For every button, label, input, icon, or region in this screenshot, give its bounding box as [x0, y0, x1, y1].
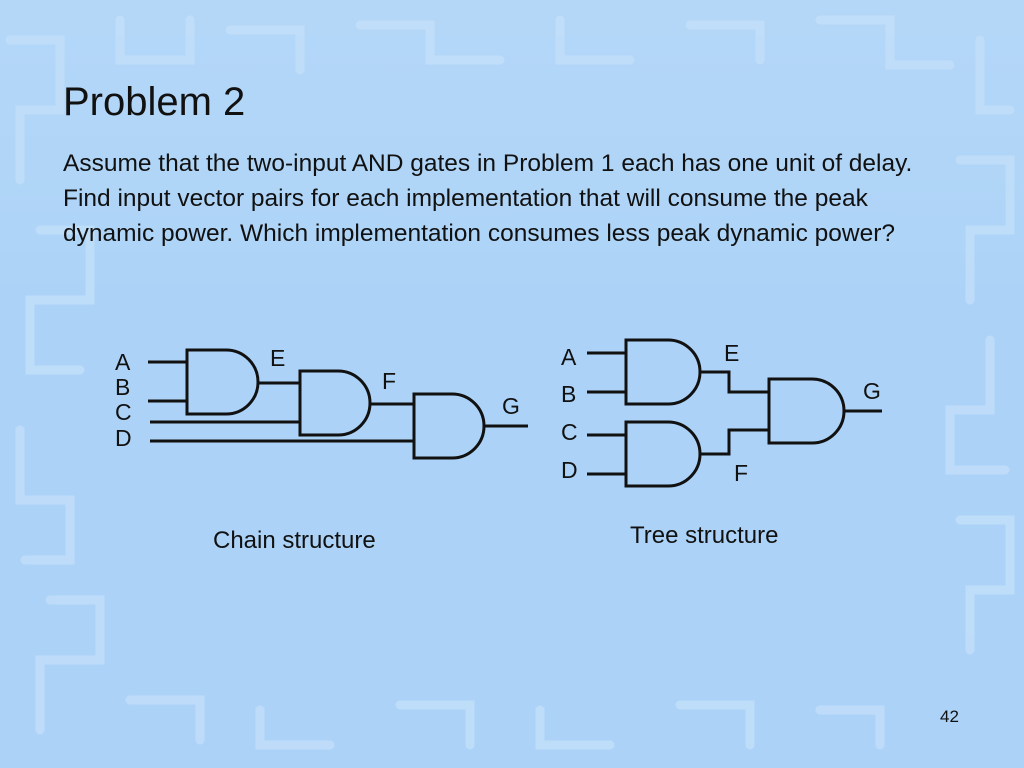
tree-label-g: G — [863, 378, 881, 404]
chain-and-gate-3 — [412, 392, 486, 460]
chain-label-b: B — [115, 374, 130, 400]
slide-title: Problem 2 — [63, 80, 246, 124]
tree-and-gate-2 — [624, 420, 702, 488]
chain-label-a: A — [115, 349, 131, 375]
chain-label-d: D — [115, 425, 132, 451]
tree-circuit — [587, 338, 882, 488]
chain-and-gate-2 — [298, 369, 372, 437]
chain-label-e: E — [270, 345, 285, 371]
slide-page-number: 42 — [940, 707, 959, 726]
chain-circuit — [148, 348, 528, 460]
chain-and-gate-1 — [185, 348, 260, 416]
tree-and-gate-3 — [767, 377, 846, 445]
tree-label-c: C — [561, 419, 578, 445]
tree-wire-e — [700, 370, 769, 394]
problem-statement: Assume that the two-input AND gates in P… — [63, 150, 913, 247]
tree-label-a: A — [561, 344, 577, 370]
tree-caption: Tree structure — [630, 522, 779, 549]
tree-label-d: D — [561, 457, 578, 483]
chain-label-f: F — [382, 368, 396, 394]
chain-caption: Chain structure — [213, 527, 376, 554]
tree-label-f: F — [734, 460, 748, 486]
tree-label-b: B — [561, 381, 576, 407]
tree-label-e: E — [724, 340, 739, 366]
tree-and-gate-1 — [624, 338, 702, 406]
tree-wire-f — [700, 428, 769, 456]
chain-label-g: G — [502, 393, 520, 419]
chain-label-c: C — [115, 399, 132, 425]
